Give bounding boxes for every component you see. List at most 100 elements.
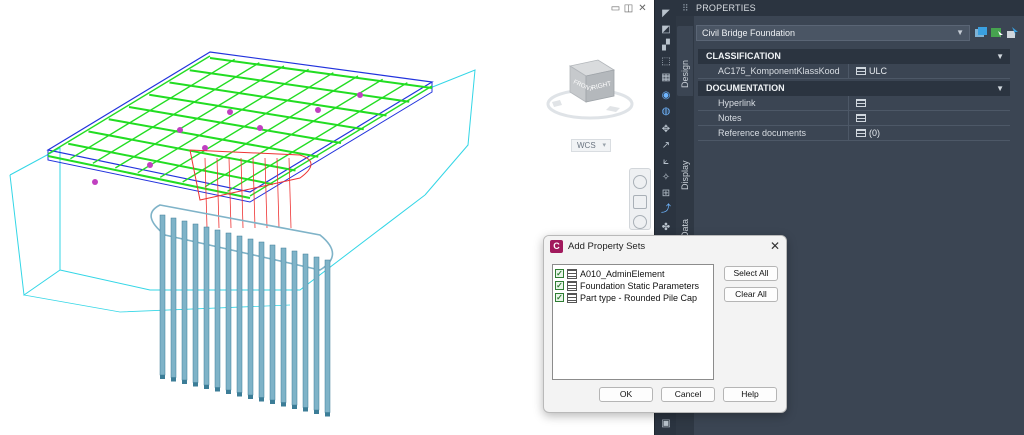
tool-icon-1[interactable]: ◤: [662, 8, 670, 19]
pile: [203, 226, 210, 386]
pile-toe: [281, 402, 286, 407]
pile: [302, 253, 309, 408]
tool-icon-6[interactable]: ✥: [661, 124, 671, 135]
tool-icon-11[interactable]: ✤: [661, 222, 671, 233]
style-select-value: Civil Bridge Foundation: [702, 28, 796, 38]
navigation-bar[interactable]: [629, 168, 651, 230]
cancel-button[interactable]: Cancel: [661, 387, 715, 402]
pile: [280, 247, 287, 403]
pile-toe: [237, 392, 242, 397]
pile-cap-rebar: [204, 157, 208, 229]
model-viewport[interactable]: ▭ ◫ ✕ FRONT RIGHT WCS ▾: [0, 0, 654, 435]
quick-select-icon[interactable]: [974, 26, 988, 39]
pile-toe: [259, 397, 264, 402]
pile: [159, 214, 166, 376]
deck-girder: [249, 85, 433, 197]
pile: [291, 250, 298, 406]
collapse-icon[interactable]: ▼: [996, 52, 1004, 61]
clear-all-button[interactable]: Clear All: [724, 287, 778, 302]
pile-cap-rebar: [252, 157, 256, 229]
dialog-title-bar[interactable]: C Add Property Sets ✕: [544, 236, 786, 258]
wcs-dropdown[interactable]: WCS ▾: [571, 139, 611, 152]
prop-row-reference-documents[interactable]: Reference documents (0): [698, 126, 1010, 141]
bearing-point: [202, 145, 208, 151]
deck-girder: [92, 62, 260, 164]
abutment-left: [9, 147, 61, 296]
toggle-pickadd-icon[interactable]: [1006, 26, 1020, 39]
restore-icon[interactable]: ◫: [623, 3, 634, 14]
prop-value[interactable]: ULC: [856, 64, 887, 79]
select-objects-icon[interactable]: [990, 26, 1004, 39]
deck-beam: [209, 57, 433, 89]
pile: [214, 229, 221, 388]
pile-toe: [292, 405, 297, 409]
deck-beam: [149, 93, 364, 131]
list-item-label: Part type - Rounded Pile Cap: [580, 293, 698, 303]
bearing-point: [357, 92, 363, 98]
tool-icon-5[interactable]: ▦: [661, 72, 671, 83]
tool-icon-7[interactable]: ↗: [661, 140, 671, 151]
prop-row-klasskood[interactable]: AC175_KomponentKlassKood ULC: [698, 64, 1010, 79]
section-documentation[interactable]: DOCUMENTATION ▼: [698, 81, 1010, 96]
close-icon[interactable]: ✕: [769, 239, 781, 253]
steering-wheel-icon[interactable]: [633, 175, 647, 189]
prop-value[interactable]: [856, 96, 869, 111]
deck-beam: [169, 81, 387, 117]
tool-icon-2[interactable]: ◩: [661, 24, 671, 35]
minimize-icon[interactable]: ▭: [610, 3, 621, 14]
bearing-point: [315, 107, 321, 113]
pan-icon[interactable]: [633, 195, 647, 209]
select-all-button[interactable]: Select All: [724, 266, 778, 281]
tool-icon-3[interactable]: ▞: [662, 40, 670, 51]
ok-button[interactable]: OK: [599, 387, 653, 402]
checkbox-checked-icon[interactable]: ✓: [555, 293, 564, 302]
dialog-title: Add Property Sets: [568, 241, 646, 252]
globe-icon-2[interactable]: ◍: [661, 106, 671, 117]
pointer-icon[interactable]: ⤴: [661, 204, 671, 215]
deck-outline: [46, 51, 434, 193]
tool-icon-12[interactable]: ▣: [661, 418, 671, 429]
prop-value[interactable]: (0): [856, 126, 880, 141]
pile-cap-rebar: [240, 157, 244, 229]
properties-title: PROPERTIES: [696, 3, 756, 13]
bearing-point: [147, 162, 153, 168]
pile: [324, 259, 331, 413]
abutment-base-edge: [23, 294, 291, 313]
checkbox-checked-icon[interactable]: ✓: [555, 269, 564, 278]
tool-icon-9[interactable]: ✧: [661, 172, 671, 183]
viewcube[interactable]: FRONT RIGHT: [540, 50, 640, 130]
pile-cap-rebar: [276, 157, 280, 229]
grip-icon[interactable]: ⠿: [682, 3, 689, 13]
wcs-label: WCS: [577, 141, 596, 150]
close-viewport-icon[interactable]: ✕: [638, 3, 647, 14]
prop-row-notes[interactable]: Notes: [698, 111, 1010, 126]
prop-value[interactable]: [856, 111, 869, 126]
tool-icon-10[interactable]: ⊞: [661, 188, 671, 199]
deck-girder: [47, 55, 211, 155]
globe-icon[interactable]: ◉: [661, 90, 671, 101]
checkbox-checked-icon[interactable]: ✓: [555, 281, 564, 290]
tab-display[interactable]: Display: [677, 128, 693, 198]
tool-icon-4[interactable]: ⬚: [661, 56, 671, 67]
zoom-icon[interactable]: [633, 215, 647, 229]
help-button[interactable]: Help: [723, 387, 777, 402]
section-classification[interactable]: CLASSIFICATION ▼: [698, 49, 1010, 64]
tab-design[interactable]: Design: [677, 26, 693, 96]
tool-icon-8[interactable]: ⟀: [663, 156, 669, 167]
prop-row-hyperlink[interactable]: Hyperlink: [698, 96, 1010, 111]
deck-beam: [68, 142, 273, 186]
prop-key: Reference documents: [718, 128, 807, 138]
pile-cap-rebar: [264, 157, 268, 229]
properties-title-bar[interactable]: ⠿ PROPERTIES: [676, 0, 1024, 16]
pile: [258, 241, 265, 398]
pile-toe: [248, 395, 253, 399]
collapse-icon[interactable]: ▼: [996, 84, 1004, 93]
style-select[interactable]: Civil Bridge Foundation ▼: [696, 25, 970, 41]
viewcube-right-label[interactable]: RIGHT: [591, 80, 612, 92]
pile-toe: [314, 410, 319, 414]
pile-toe: [182, 380, 187, 384]
property-set-list[interactable]: ✓ A010_AdminElement ✓ Foundation Static …: [552, 264, 714, 380]
bridge-foundation-model[interactable]: [0, 0, 654, 435]
pile: [313, 256, 320, 411]
table-icon: [856, 129, 866, 137]
